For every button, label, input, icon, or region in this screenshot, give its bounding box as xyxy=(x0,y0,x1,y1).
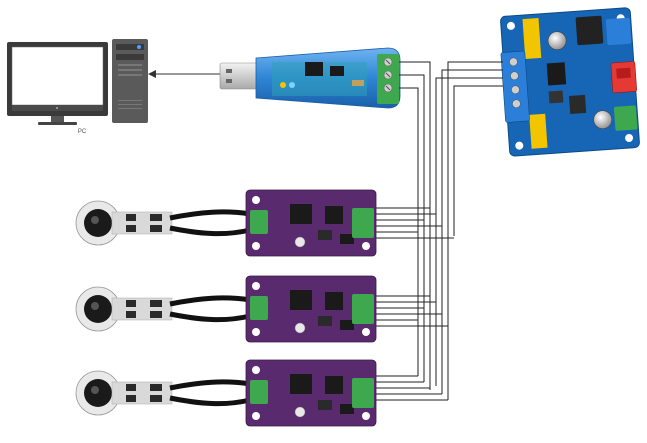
sensor-cable xyxy=(169,209,251,237)
sensor-cable xyxy=(169,379,251,407)
controller-terminal-block xyxy=(500,50,530,123)
pc-computer: PC xyxy=(7,39,148,135)
monitor-icon xyxy=(7,42,108,125)
sensor-module xyxy=(75,359,377,427)
force-sensor-pad-icon xyxy=(75,370,173,416)
sensor-amplifier-board xyxy=(245,275,377,343)
bus-wires xyxy=(376,61,503,401)
usb-terminal-block xyxy=(377,54,399,104)
force-sensor-pad-icon xyxy=(75,200,173,246)
force-sensor-pad-icon xyxy=(75,286,173,332)
usb-plug-icon xyxy=(219,62,261,90)
power-switch xyxy=(610,61,637,94)
tower-icon xyxy=(112,39,148,123)
sensor-modules xyxy=(75,189,377,427)
sensor-amplifier-board xyxy=(245,359,377,427)
controller-board xyxy=(500,7,640,157)
sensor-cable xyxy=(169,295,251,323)
sensor-module xyxy=(75,275,377,343)
sensor-module xyxy=(75,189,377,257)
pc-label: PC xyxy=(78,129,87,135)
usb-rs485-adapter xyxy=(219,47,401,109)
sensor-amplifier-board xyxy=(245,189,377,257)
